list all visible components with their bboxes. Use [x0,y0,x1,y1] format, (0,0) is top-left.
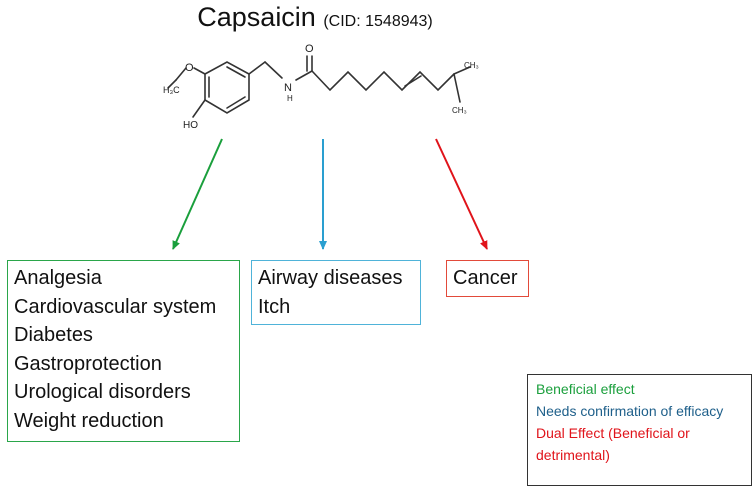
methyl-label: H₃C [163,85,180,95]
compound-name: Capsaicin [197,2,316,32]
arrow-beneficial [172,138,223,250]
list-item: Analgesia [14,267,102,289]
beneficial-effects-box: Analgesia Cardiovascular system Diabetes… [7,260,240,442]
terminal-methyl-1-label: CH₃ [464,61,479,70]
hydroxyl-label: HO [183,120,198,131]
legend-beneficial: Beneficial effect [536,381,635,397]
list-item: Weight reduction [14,409,164,432]
legend-needs-confirmation: Needs confirmation of efficacy [536,403,724,419]
list-item: Diabetes [14,324,93,346]
list-item: Urological disorders [14,381,191,403]
needs-confirmation-box: Airway diseases Itch [251,260,421,325]
oxygen-ether-label: O [185,62,194,74]
capsaicin-structure [167,55,471,118]
page-title: Capsaicin (CID: 1548943) [0,2,630,33]
legend: Beneficial effect Needs confirmation of … [527,374,752,486]
list-item: Gastroprotection [14,352,162,375]
compound-cid: (CID: 1548943) [323,13,433,30]
carbonyl-o-label: O [305,43,314,55]
list-item: Itch [258,295,291,318]
list-item: Airway diseases [258,267,403,289]
amide-h-label: H [287,94,293,103]
list-item: Cancer [453,267,518,289]
legend-dual: Dual Effect (Beneficial or detrimental) [536,425,690,463]
dual-effect-box: Cancer [446,260,529,297]
list-item: Cardiovascular system [14,295,217,318]
terminal-methyl-2-label: CH₃ [452,106,467,115]
arrow-dual [435,138,488,250]
amide-n-label: N [284,82,292,94]
